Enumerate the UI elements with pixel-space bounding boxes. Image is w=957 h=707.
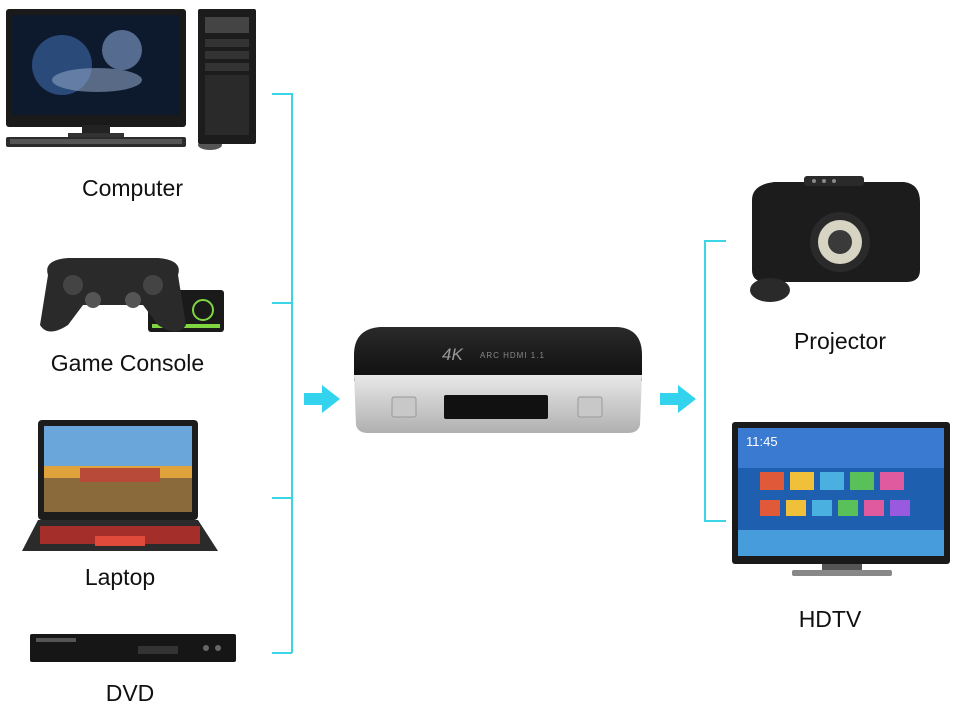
switch-badge-4k: 4K	[442, 345, 463, 364]
source-bracket-vertical	[291, 93, 293, 653]
switch-model-text: ARC HDMI 1.1	[480, 351, 545, 360]
source-bracket-tick-dvd	[272, 652, 292, 654]
dvd-player-icon	[28, 630, 238, 666]
projector-icon	[744, 170, 924, 305]
output-label-hdtv: HDTV	[798, 606, 862, 632]
source-label-dvd: DVD	[105, 680, 155, 706]
source-label-game-console: Game Console	[50, 350, 205, 376]
output-bracket-tick-projector	[704, 240, 726, 242]
output-bracket-vertical	[704, 240, 706, 522]
output-bracket-tick-hdtv	[704, 520, 726, 522]
source-bracket-tick-laptop	[272, 497, 292, 499]
source-bracket-tick-game-console	[272, 302, 292, 304]
input-arrow-icon	[304, 385, 340, 413]
output-label-projector: Projector	[793, 328, 887, 354]
output-arrow-icon	[660, 385, 696, 413]
game-console-icon	[38, 250, 228, 340]
source-label-laptop: Laptop	[84, 564, 156, 590]
hdmi-switch-device: 4K ARC HDMI 1.1	[352, 325, 644, 437]
source-bracket-tick-computer	[272, 93, 292, 95]
hdtv-icon: 11:45	[730, 420, 952, 582]
source-label-computer: Computer	[82, 175, 183, 201]
computer-icon	[2, 5, 258, 150]
laptop-icon	[20, 418, 220, 556]
tv-clock: 11:45	[746, 434, 778, 449]
